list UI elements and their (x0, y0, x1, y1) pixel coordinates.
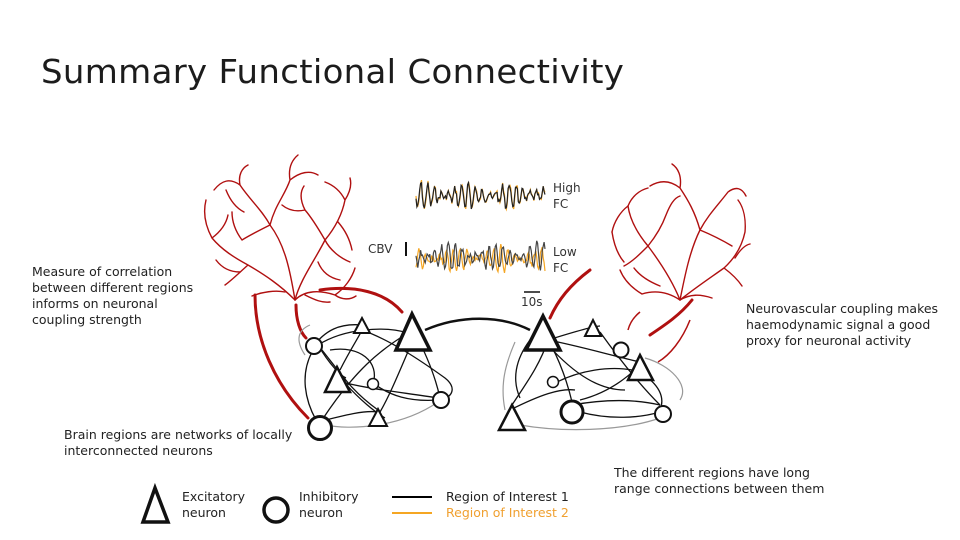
excitatory-neuron (523, 312, 563, 352)
cbv-trace (415, 180, 546, 210)
excitatory-neuron (352, 315, 372, 334)
legend-roi2-label: Region of Interest 2 (446, 505, 569, 520)
cbv-traces (405, 179, 546, 293)
cbv-trace (415, 240, 546, 272)
left-neurons (305, 309, 450, 441)
legend-excitatory-icon (140, 482, 171, 524)
inhibitory-neuron (366, 377, 380, 391)
cbv-label: CBV (368, 242, 393, 256)
excitatory-neuron (496, 402, 528, 432)
low-fc-traces (415, 240, 546, 274)
long-range-connection (424, 317, 531, 332)
left-vasculature (203, 154, 357, 303)
right-vasculature (611, 163, 751, 301)
inhibitory-neuron (559, 399, 585, 425)
inhibitory-neuron (432, 391, 450, 409)
excitatory-neuron (583, 317, 603, 337)
excitatory-neuron (367, 406, 389, 427)
excitatory-neuron (393, 309, 433, 352)
time-scale-label: 10s (521, 295, 543, 309)
page-title: Summary Functional Connectivity (41, 52, 625, 92)
excitatory-neuron (626, 352, 656, 382)
correlation-note: Measure of correlation between different… (32, 264, 194, 327)
vessel-links (253, 268, 694, 420)
high-fc-traces (415, 179, 546, 212)
legend-inhibitory-icon (262, 496, 290, 524)
excitatory-neuron (323, 364, 353, 394)
long-range-note: The different regions have long range co… (614, 465, 825, 496)
legend-roi1-label: Region of Interest 1 (446, 489, 569, 504)
networks-note: Brain regions are networks of locally in… (64, 427, 293, 458)
inhibitory-neuron (305, 337, 323, 355)
neurovascular-note: Neurovascular coupling makes haemodynami… (746, 301, 939, 348)
inhibitory-neuron (654, 405, 672, 423)
inhibitory-neuron (307, 415, 333, 441)
right-neurons (496, 312, 672, 432)
inhibitory-neuron (546, 375, 560, 389)
inhibitory-neuron (612, 341, 630, 359)
